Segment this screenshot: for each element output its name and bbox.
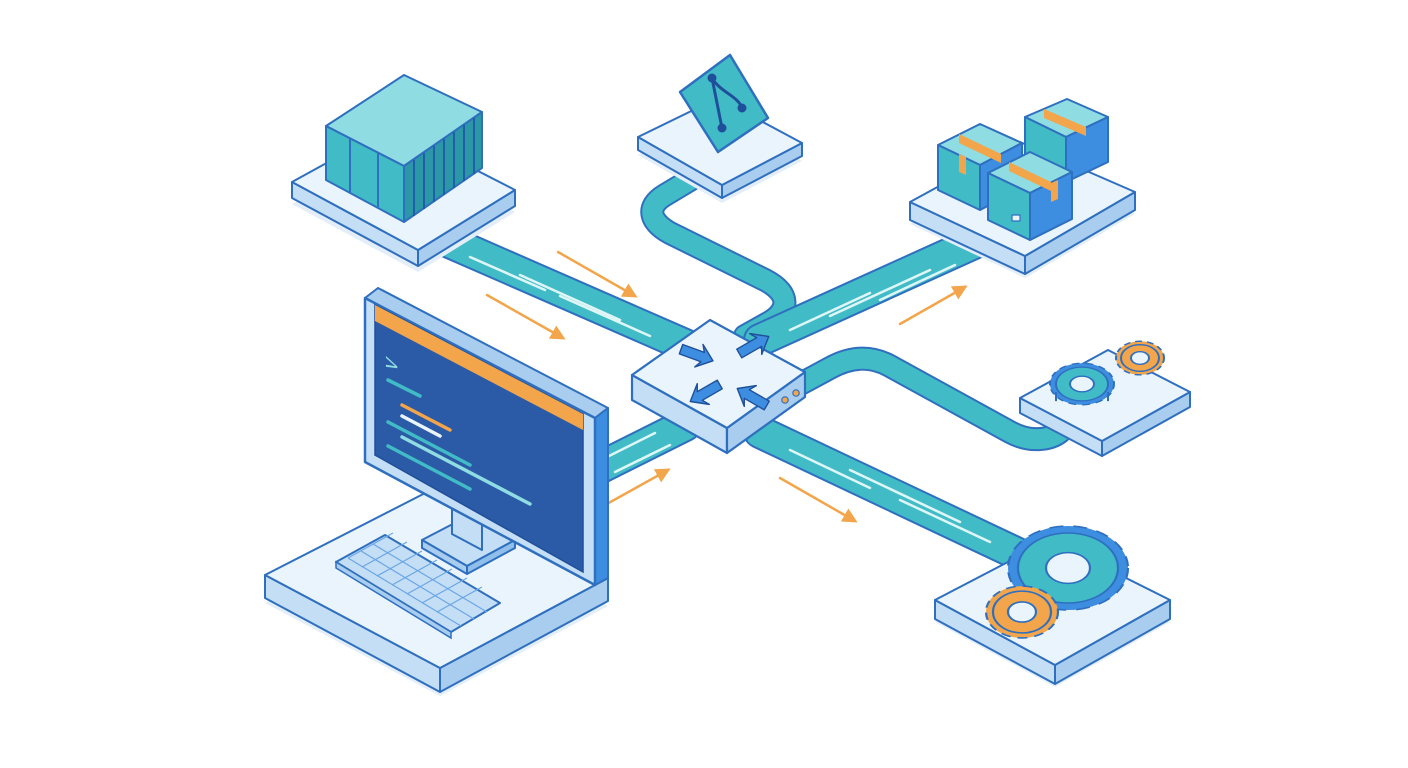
git-branch-icon [678, 53, 770, 154]
shipping-container-icon [325, 74, 483, 223]
flow-arrow-container-lower [485, 293, 566, 340]
developer-workstation-icon: > [363, 287, 609, 587]
large-gears-icon [984, 525, 1130, 639]
connector-container-hub [428, 223, 702, 362]
connector-workstation-hub [578, 408, 702, 487]
connector-hub-packages [743, 221, 1002, 357]
terminal-code-lines [386, 378, 532, 506]
flow-arrows [485, 250, 968, 523]
small-gears-node [1019, 340, 1191, 457]
package-boxes-icon [937, 98, 1109, 241]
container-node [291, 74, 516, 272]
large-gears-node [934, 525, 1171, 687]
flow-arrow-packages [898, 285, 968, 326]
small-gears-icon [1049, 340, 1165, 406]
keyboard-icon [335, 532, 501, 640]
packages-node [909, 98, 1136, 278]
hub-status-light [792, 389, 800, 397]
connector-git-hub [640, 168, 797, 348]
connectors [428, 168, 1072, 572]
connector-hub-small-gears [768, 346, 1072, 452]
workstation-node: > [264, 287, 609, 696]
connector-hub-large-gears [743, 415, 1037, 572]
flow-arrow-large-gears [778, 476, 858, 523]
git-node [637, 53, 803, 203]
flow-arrow-container-upper [556, 250, 638, 298]
terminal-prompt-icon: > [385, 347, 398, 380]
router-hub-icon [678, 332, 770, 411]
flow-arrow-workstation [603, 468, 671, 507]
router-hub-node [630, 318, 807, 455]
hub-status-light [781, 396, 789, 404]
